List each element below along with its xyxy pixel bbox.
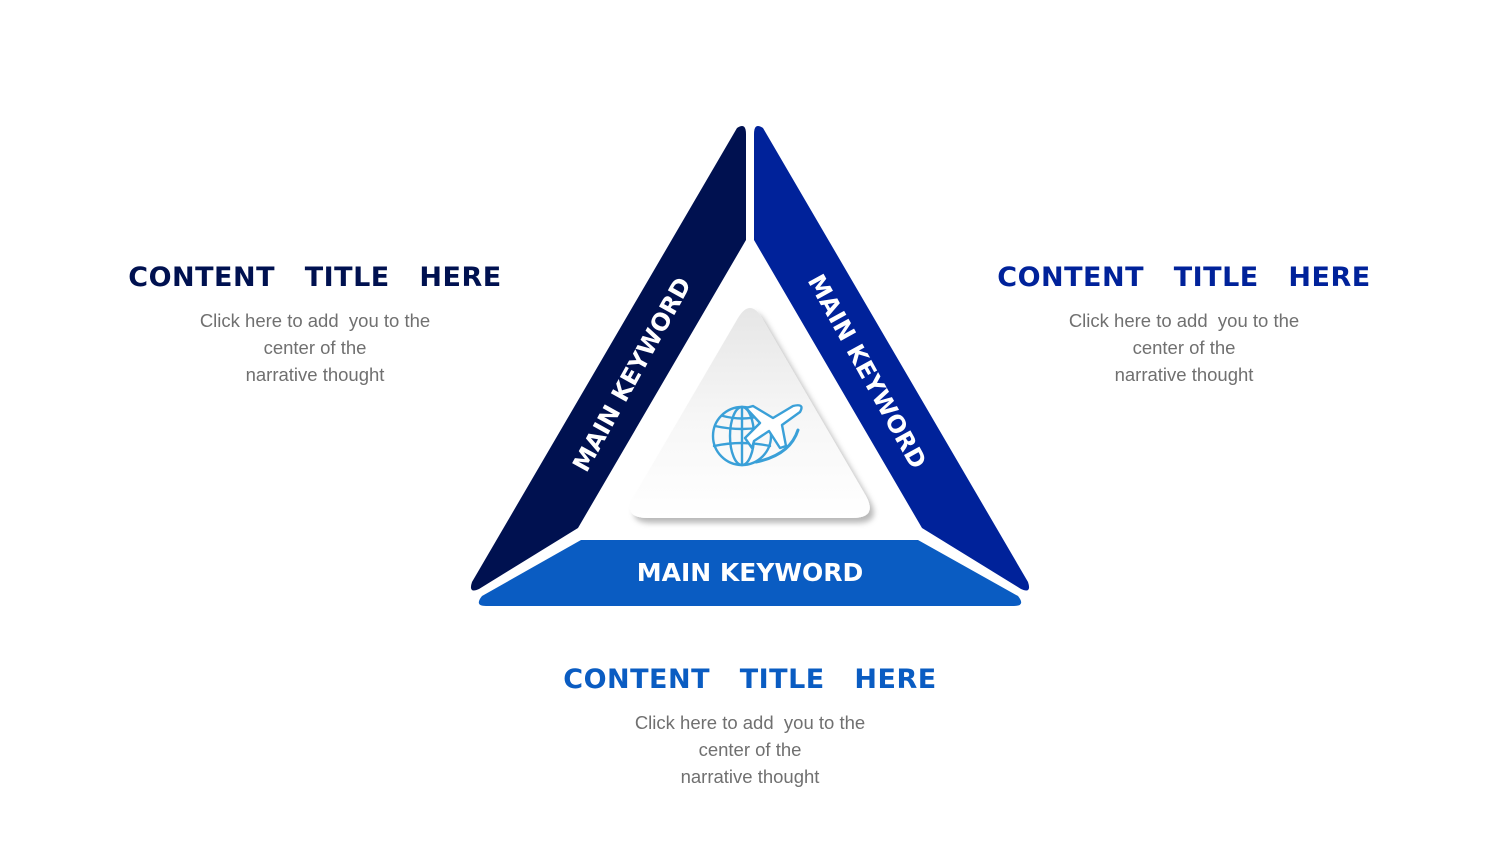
- desc-line: Click here to add you to the: [1068, 310, 1300, 331]
- bottom-content-desc[interactable]: Click here to add you to the center of t…: [550, 709, 950, 790]
- globe-airplane-icon: [711, 404, 803, 467]
- desc-line: Click here to add you to the: [199, 310, 431, 331]
- right-content-title[interactable]: CONTENT TITLE HERE: [997, 262, 1371, 293]
- desc-line: narrative thought: [1114, 364, 1254, 385]
- desc-line: center of the: [263, 337, 367, 358]
- desc-line: Click here to add you to the: [634, 712, 866, 733]
- bottom-content-block: CONTENT TITLE HERE Click here to add you…: [550, 664, 950, 790]
- left-segment[interactable]: [470, 126, 746, 591]
- left-content-desc[interactable]: Click here to add you to the center of t…: [115, 307, 515, 388]
- left-content-block: CONTENT TITLE HERE Click here to add you…: [115, 262, 515, 388]
- desc-line: center of the: [698, 739, 802, 760]
- right-content-block: CONTENT TITLE HERE Click here to add you…: [984, 262, 1384, 388]
- bottom-content-title[interactable]: CONTENT TITLE HERE: [563, 664, 937, 695]
- left-content-title[interactable]: CONTENT TITLE HERE: [128, 262, 502, 293]
- right-content-desc[interactable]: Click here to add you to the center of t…: [984, 307, 1384, 388]
- bottom-segment[interactable]: [478, 540, 1022, 606]
- right-segment[interactable]: [754, 126, 1030, 591]
- desc-line: center of the: [1132, 337, 1236, 358]
- desc-line: narrative thought: [680, 766, 820, 787]
- desc-line: narrative thought: [245, 364, 385, 385]
- bottom-keyword: MAIN KEYWORD: [637, 558, 864, 587]
